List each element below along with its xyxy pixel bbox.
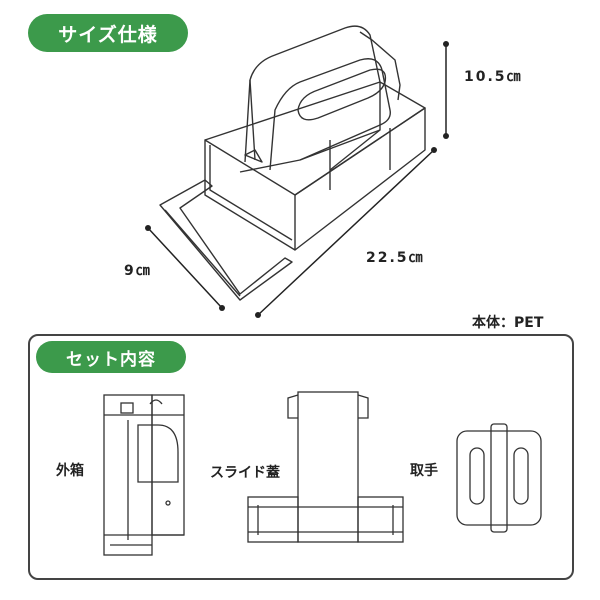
length-dimension: 22.5㎝	[366, 250, 425, 266]
height-dimension: 10.5㎝	[464, 69, 523, 85]
slide-lid-net	[247, 391, 404, 543]
set-contents-title: セット内容	[66, 349, 156, 370]
part-label-slide-lid: スライド蓋	[210, 465, 280, 481]
spec-title-badge: サイズ仕様	[28, 14, 188, 52]
spec-title: サイズ仕様	[58, 23, 158, 46]
part-label-outer-box: 外箱	[56, 463, 84, 479]
set-contents-badge: セット内容	[36, 341, 186, 373]
outer-box-net	[103, 394, 185, 556]
material-label: 本体：PET	[472, 315, 544, 331]
set-contents-panel	[28, 334, 574, 580]
part-label-handle: 取手	[410, 463, 438, 479]
width-dimension: 9㎝	[124, 263, 152, 279]
handle-net	[456, 423, 542, 533]
